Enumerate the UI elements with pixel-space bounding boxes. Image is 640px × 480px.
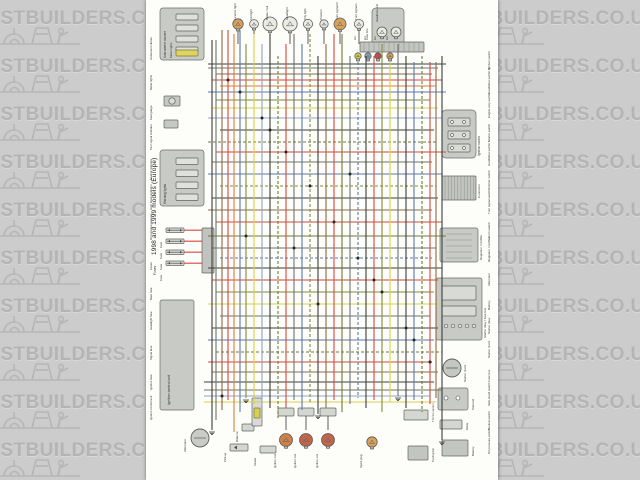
svg-text:Engine stop switch: Engine stop switch: [487, 93, 491, 118]
svg-text:Fuse box: Fuse box: [365, 28, 369, 40]
svg-text:Fuse: Fuse: [159, 274, 163, 281]
svg-text:Meter lights: Meter lights: [149, 75, 153, 90]
locost-car-silhouette-icon: [0, 411, 80, 429]
svg-text:Sender: Sender: [253, 457, 257, 466]
svg-text:High beam indicator: High beam indicator: [149, 184, 153, 210]
watermark-label: LOCOSTBUILDERS.CO.UK: [0, 8, 195, 29]
svg-text:Connector: Connector: [477, 184, 481, 198]
svg-text:Side stand switch: Side stand switch: [487, 382, 491, 406]
svg-text:Neutral indicator: Neutral indicator: [149, 159, 153, 180]
svg-text:Ind: Ind: [385, 36, 389, 40]
watermark-label: LOCOSTBUILDERS.CO.UK: [0, 392, 195, 413]
svg-text:Relay: Relay: [465, 422, 469, 430]
svg-text:Fuel gauge: Fuel gauge: [149, 105, 153, 120]
svg-text:Neutral switch: Neutral switch: [487, 411, 491, 430]
svg-text:Ignition coil: Ignition coil: [293, 454, 297, 468]
svg-text:Fuse: Fuse: [159, 252, 163, 259]
svg-text:Battery: Battery: [471, 446, 475, 456]
svg-text:Headlight fuse: Headlight fuse: [149, 311, 153, 330]
svg-text:Starter relay: Starter relay: [487, 317, 491, 334]
svg-text:Ind: Ind: [373, 36, 377, 40]
svg-text:Thermo sensor: Thermo sensor: [431, 403, 435, 422]
svg-text:Regulator / rectifier: Regulator / rectifier: [487, 237, 491, 262]
locost-car-silhouette-icon: [0, 0, 84, 2]
svg-text:Cooling fan: Cooling fan: [431, 447, 435, 462]
locost-car-silhouette-icon: [0, 459, 80, 477]
svg-text:Fuse box: Fuse box: [487, 369, 491, 382]
watermark-label: LOCOSTBUILDERS.CO.UK: [0, 56, 195, 77]
svg-text:Instrument cluster: Instrument cluster: [163, 30, 167, 58]
watermark-label: LOCOSTBUILDERS.CO.UK: [0, 296, 195, 317]
svg-text:Turn signal R: Turn signal R: [335, 1, 339, 20]
watermark-label: LOCOSTBUILDERS.CO.UK: [0, 104, 195, 125]
svg-text:Ignition coil: Ignition coil: [273, 454, 277, 468]
watermark-label: LOCOSTBUILDERS.CO.UK: [0, 200, 195, 221]
svg-text:Starter motor: Starter motor: [463, 364, 467, 382]
svg-text:Turn signal L: Turn signal L: [354, 2, 358, 20]
svg-text:City light: City light: [303, 8, 307, 20]
svg-text:Licence light: Licence light: [233, 3, 237, 20]
svg-text:Ind: Ind: [363, 36, 367, 40]
watermark-label: LOCOSTBUILDERS.CO.UK: [0, 440, 195, 461]
svg-text:Instrument cluster: Instrument cluster: [149, 37, 153, 60]
svg-text:Turn signal switch: Turn signal switch: [487, 190, 491, 214]
svg-text:Ignition switch: Ignition switch: [487, 51, 491, 70]
svg-text:Ignition switch: Ignition switch: [477, 136, 481, 156]
locost-car-silhouette-icon: [0, 315, 80, 333]
svg-text:Signal fuse: Signal fuse: [149, 345, 153, 360]
locost-car-silhouette-icon: [0, 267, 80, 285]
svg-text:Headlamp unit: Headlamp unit: [375, 4, 379, 22]
svg-text:Ignition fuse: Ignition fuse: [149, 374, 153, 390]
svg-text:Warning lights: Warning lights: [163, 184, 167, 204]
svg-text:Turn signal indicator: Turn signal indicator: [149, 124, 153, 150]
watermark-label: LOCOSTBUILDERS.CO.UK: [0, 248, 195, 269]
watermark-label: LOCOSTBUILDERS.CO.UK: [0, 344, 195, 365]
svg-text:Fuses: Fuses: [153, 265, 157, 275]
svg-text:Ignition coil: Ignition coil: [315, 454, 319, 468]
svg-text:Ignition control unit: Ignition control unit: [149, 396, 153, 420]
svg-text:Position: Position: [319, 9, 323, 20]
svg-text:Starter motor: Starter motor: [487, 340, 491, 358]
locost-car-silhouette-icon: [0, 123, 80, 141]
svg-text:Tail light: Tail light: [249, 9, 253, 20]
svg-text:Spark plug: Spark plug: [359, 454, 363, 468]
svg-text:Fuse: Fuse: [159, 241, 163, 248]
svg-text:Handlebar switch R: Handlebar switch R: [487, 67, 491, 94]
svg-text:Starter switch: Starter switch: [487, 123, 491, 142]
svg-text:Regulator / rectifier: Regulator / rectifier: [479, 235, 483, 260]
svg-text:Brake sw: Brake sw: [235, 431, 239, 442]
svg-text:Fuse: Fuse: [159, 263, 163, 270]
svg-text:Ignition control unit: Ignition control unit: [167, 375, 171, 405]
wiring-diagram-canvas: 1998 and 1999 models (Europe) Instrument…: [146, 0, 498, 480]
svg-text:Horn switch: Horn switch: [487, 222, 491, 238]
svg-text:Handlebar switch L: Handlebar switch L: [487, 140, 491, 166]
svg-text:Pick-up: Pick-up: [223, 452, 227, 462]
svg-text:Oil pressure switch: Oil pressure switch: [487, 428, 491, 454]
locost-car-silhouette-icon: [0, 219, 80, 237]
locost-car-silhouette-icon: [0, 363, 80, 381]
svg-text:Battery: Battery: [487, 300, 491, 310]
locost-car-silhouette-icon: [0, 27, 80, 45]
svg-text:Solenoid: Solenoid: [471, 399, 475, 410]
svg-text:Brake / tail: Brake / tail: [265, 5, 269, 20]
svg-text:Headlight: Headlight: [285, 7, 289, 20]
locost-car-silhouette-icon: [0, 75, 80, 93]
locost-car-silhouette-icon: [0, 171, 80, 189]
svg-text:Fuses: Fuses: [149, 262, 153, 270]
svg-text:Oil pressure warning: Oil pressure warning: [149, 213, 153, 240]
wiring-diagram-sheet: 1998 and 1999 models (Europe) Instrument…: [146, 0, 498, 480]
svg-text:Meter lights: Meter lights: [169, 42, 173, 58]
svg-text:Alternator: Alternator: [183, 439, 187, 452]
svg-text:Ind: Ind: [353, 36, 357, 40]
svg-text:Alternator: Alternator: [487, 273, 491, 286]
watermark-label: LOCOSTBUILDERS.CO.UK: [0, 152, 195, 173]
svg-text:Starter relay / fuse box: Starter relay / fuse box: [483, 307, 487, 338]
svg-text:Main fuse: Main fuse: [149, 287, 153, 300]
svg-text:Dimmer switch: Dimmer switch: [487, 170, 491, 190]
